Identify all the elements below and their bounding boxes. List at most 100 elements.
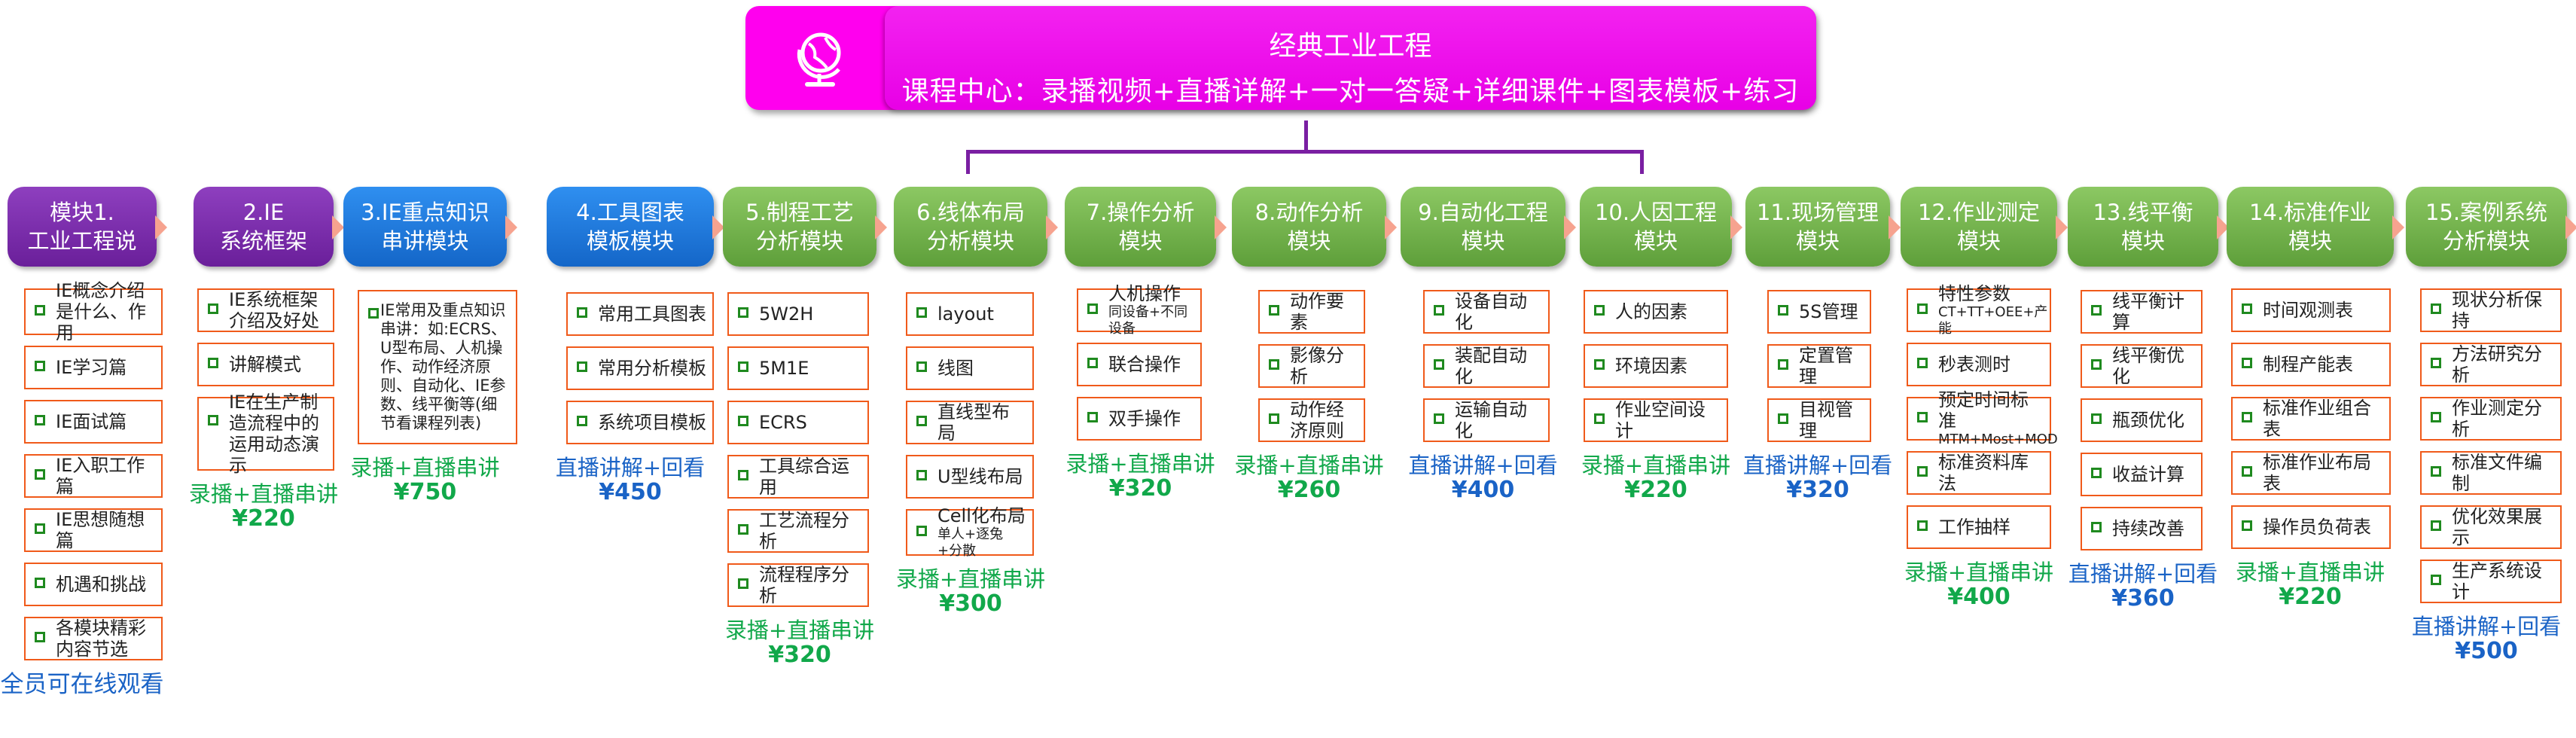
list-item[interactable]: 秒表测时 — [1907, 343, 2051, 386]
list-item[interactable]: 目视管理 — [1767, 398, 1871, 442]
list-item[interactable]: 线平衡计算 — [2081, 290, 2203, 334]
list-item[interactable]: 标准资料库法 — [1907, 451, 2051, 495]
module-header-4[interactable]: 4.工具图表模板模块 — [547, 187, 724, 267]
list-item[interactable]: IE概念介绍是什么、作用 — [24, 280, 163, 343]
module-header-5[interactable]: 5.制程工艺分析模块 — [723, 187, 887, 267]
list-item[interactable]: 装配自动化 — [1423, 344, 1550, 388]
list-item[interactable]: 设备自动化 — [1423, 290, 1550, 334]
list-item[interactable]: 联合操作 — [1077, 343, 1202, 386]
item-label: 瓶颈优化 — [2112, 410, 2184, 431]
item-label: 预定时间标准 — [1938, 389, 2029, 432]
list-item[interactable]: 系统项目模板 — [566, 401, 714, 444]
list-item[interactable]: 作业测定分析 — [2420, 397, 2562, 441]
list-item[interactable]: 工具综合运用 — [727, 455, 869, 499]
module-title-line2: 模块 — [2288, 228, 2332, 254]
list-item[interactable]: IE面试篇 — [24, 400, 163, 444]
list-item[interactable]: 动作经济原则 — [1258, 398, 1365, 442]
chevron-right-icon — [2565, 215, 2576, 239]
list-item[interactable]: 讲解模式 — [197, 343, 334, 386]
checkbox-icon — [35, 578, 45, 588]
list-item[interactable]: 线图 — [906, 346, 1034, 390]
checkbox-icon — [208, 303, 218, 314]
list-item[interactable]: 标准作业组合表 — [2231, 397, 2391, 441]
list-item[interactable]: 时间观测表 — [2231, 288, 2391, 332]
list-item[interactable]: 现状分析保持 — [2420, 288, 2562, 332]
list-item[interactable]: 环境因素 — [1584, 344, 1728, 388]
list-item[interactable]: Cell化布局单人+逐兔+分散 — [906, 505, 1034, 559]
list-item[interactable]: 人的因素 — [1584, 290, 1728, 334]
list-item[interactable]: 生产系统设计 — [2420, 560, 2562, 603]
list-item[interactable]: 5M1E — [727, 346, 869, 390]
list-item[interactable]: 线平衡优化 — [2081, 344, 2203, 388]
module-header-15[interactable]: 15.案例系统分析模块 — [2406, 187, 2576, 267]
list-item[interactable]: 瓶颈优化 — [2081, 398, 2203, 442]
module-header-6[interactable]: 6.线体布局分析模块 — [894, 187, 1058, 267]
price-value: ¥320 — [1108, 475, 1172, 502]
list-item[interactable]: 操作员负荷表 — [2231, 505, 2391, 549]
list-item[interactable]: 直线型布局 — [906, 401, 1034, 444]
list-item[interactable]: 机遇和挑战 — [24, 563, 163, 606]
list-item[interactable]: IE在生产制造流程中的运用动态演示 — [197, 392, 334, 476]
list-item[interactable]: 运输自动化 — [1423, 398, 1550, 442]
item-label: 运输自动化 — [1455, 399, 1527, 441]
title-main: 经典工业工程 — [1269, 31, 1432, 62]
list-item[interactable]: 5S管理 — [1767, 290, 1871, 334]
list-item[interactable]: 流程程序分析 — [727, 563, 869, 607]
list-item[interactable]: 作业空间设计 — [1584, 398, 1728, 442]
list-item[interactable]: IE系统框架介绍及好处 — [197, 288, 334, 332]
list-item[interactable]: 5W2H — [727, 292, 869, 336]
list-item[interactable]: 优化效果展示 — [2420, 505, 2562, 549]
module-header-9[interactable]: 9.自动化工程模块 — [1401, 187, 1576, 267]
module-title-line1: 5.制程工艺 — [745, 200, 854, 225]
item-sublabel: CT+TT+OEE+产能 — [1938, 304, 2048, 337]
list-item[interactable]: 人机操作同设备+不同设备 — [1077, 283, 1202, 337]
list-item[interactable]: 动作要素 — [1258, 290, 1365, 334]
checkbox-icon — [738, 307, 748, 318]
list-item[interactable]: IE常用及重点知识串讲：如:ECRS、U型布局、人机操作、动作经济原则、自动化、… — [358, 290, 517, 444]
checkbox-icon — [208, 415, 218, 425]
list-item[interactable]: IE学习篇 — [24, 346, 163, 389]
checkbox-icon — [2091, 359, 2102, 370]
module-title-line2: 串讲模块 — [381, 228, 469, 254]
list-item[interactable]: 标准作业布局表 — [2231, 451, 2391, 495]
list-item[interactable]: 方法研究分析 — [2420, 343, 2562, 386]
item-label: 5M1E — [759, 358, 809, 379]
list-item[interactable]: 标准文件编制 — [2420, 451, 2562, 495]
list-item[interactable]: IE入职工作篇 — [24, 454, 163, 498]
module-title-line2: 模块 — [2120, 228, 2165, 254]
list-item[interactable]: 持续改善 — [2081, 507, 2203, 550]
list-item[interactable]: 双手操作 — [1077, 397, 1202, 441]
list-item[interactable]: 各模块精彩内容节选 — [24, 617, 163, 660]
list-item[interactable]: layout — [906, 292, 1034, 336]
item-label: IE常用及重点知识串讲：如:ECRS、U型布局、人机操作、动作经济原则、自动化、… — [380, 301, 507, 432]
list-item[interactable]: ECRS — [727, 401, 869, 444]
list-item[interactable]: 影像分析 — [1258, 344, 1365, 388]
module-header-11[interactable]: 11.现场管理模块 — [1745, 187, 1901, 267]
checkbox-icon — [2431, 412, 2441, 422]
checkbox-icon — [1087, 303, 1098, 314]
list-item[interactable]: 工艺流程分析 — [727, 509, 869, 553]
module-header-13[interactable]: 13.线平衡模块 — [2068, 187, 2229, 267]
chevron-right-icon — [875, 215, 887, 239]
module-header-8[interactable]: 8.动作分析模块 — [1232, 187, 1397, 267]
list-item[interactable]: 收益计算 — [2081, 453, 2203, 496]
module-header-12[interactable]: 12.作业测定模块 — [1901, 187, 2068, 267]
list-item[interactable]: U型线布局 — [906, 455, 1034, 499]
list-item[interactable]: IE思想随想篇 — [24, 508, 163, 552]
list-item[interactable]: 定置管理 — [1767, 344, 1871, 388]
module-header-10[interactable]: 10.人因工程模块 — [1580, 187, 1742, 267]
price-value: ¥300 — [939, 590, 1002, 617]
price-value: ¥400 — [1947, 584, 2010, 610]
module-header-1[interactable]: 模块1.工业工程说 — [8, 187, 167, 267]
module-header-14[interactable]: 14.标准作业模块 — [2227, 187, 2404, 267]
list-item[interactable]: 常用分析模板 — [566, 346, 714, 390]
list-item[interactable]: 常用工具图表 — [566, 292, 714, 336]
list-item[interactable]: 制程产能表 — [2231, 343, 2391, 386]
list-item[interactable]: 工作抽样 — [1907, 505, 2051, 549]
module-header-3[interactable]: 3.IE重点知识串讲模块 — [343, 187, 517, 267]
item-label: 收益计算 — [2112, 464, 2184, 485]
module-header-7[interactable]: 7.操作分析模块 — [1065, 187, 1227, 267]
